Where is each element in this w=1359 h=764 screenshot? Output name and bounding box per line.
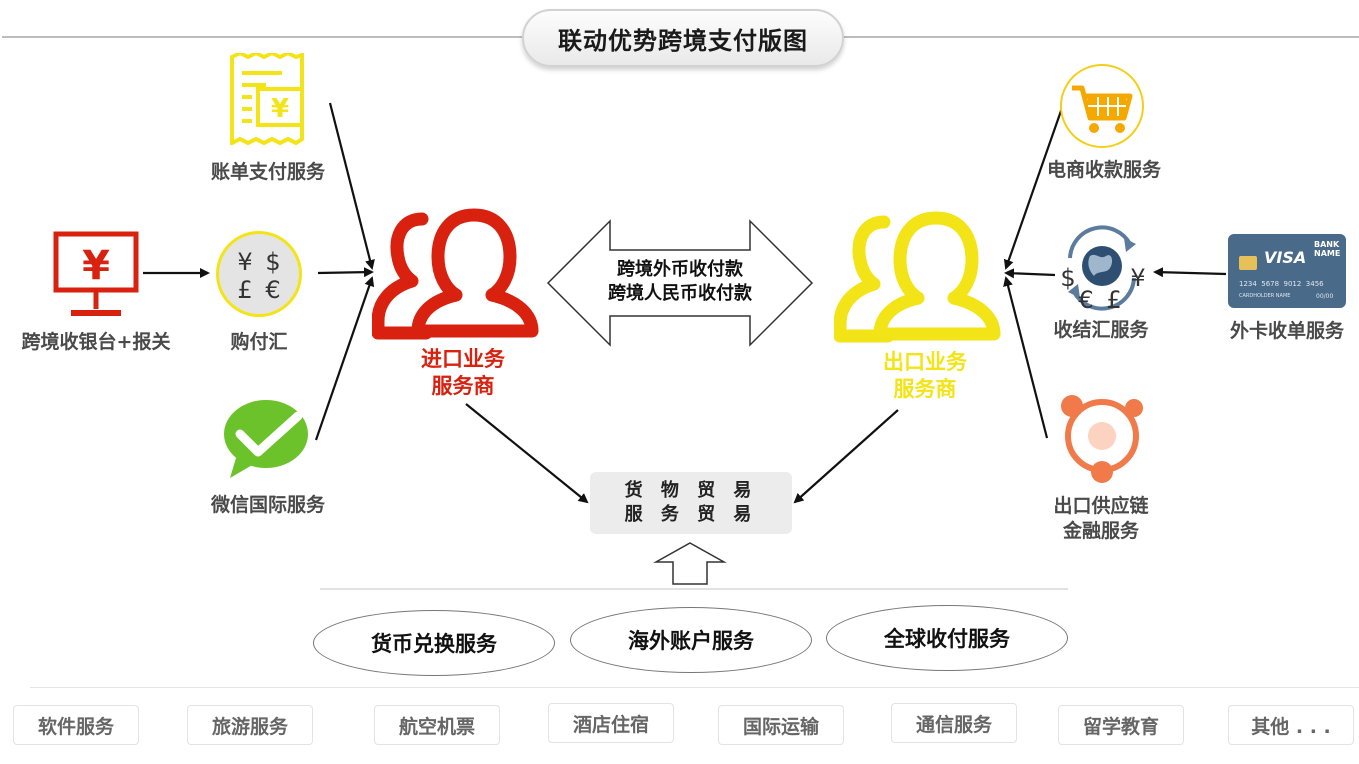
page-title: 联动优势跨境支付版图: [522, 9, 844, 67]
card-holder: CARDHOLDER NAME: [1239, 293, 1291, 299]
industry-tag-tourism: 旅游服务: [187, 705, 313, 745]
industry-tag-study-abroad: 留学教育: [1058, 705, 1184, 745]
import-person-icon: [372, 208, 539, 340]
svg-text:$: $: [265, 248, 280, 276]
collection-fx-label: 收结汇服务: [1053, 319, 1149, 341]
trade-box: 货 物 贸 易 服 务 贸 易: [590, 472, 792, 534]
arrow-bill-to-import: [328, 102, 375, 270]
bill-payment-label: 账单支付服务: [210, 161, 325, 183]
export-provider-label: 出口业务 服务商: [862, 349, 988, 403]
visa-card-icon: VISA BANK NAME 1234 5678 9012 3456 CARDH…: [1228, 234, 1346, 308]
cashier-monitor-icon: ¥: [53, 231, 139, 316]
arrow-wechat-to-import: [314, 276, 375, 441]
export-person-icon: [834, 211, 1001, 343]
title-rule-right: [842, 36, 1359, 38]
industry-tag-telecom: 通信服务: [891, 703, 1017, 743]
arrow-ecommerce-to-export: [1003, 107, 1064, 270]
industry-tag-others: 其他 . . .: [1228, 705, 1354, 745]
supply-chain-line1: 出口供应链: [1053, 495, 1149, 517]
card-brand: VISA: [1264, 248, 1307, 267]
arrow-card-to-collection: [1153, 267, 1227, 278]
supply-chain-line2: 金融服务: [1062, 520, 1139, 542]
arrow-fx-to-import: [317, 267, 374, 278]
core-service-overseas-account: 海外账户服务: [570, 607, 812, 673]
svg-text:£: £: [1106, 286, 1121, 314]
arrow-export-to-trade: [793, 409, 899, 504]
core-divider: [320, 588, 1068, 590]
arrow-collection-to-export: [1004, 268, 1056, 279]
svg-text:$: $: [1060, 264, 1075, 292]
bill-icon: ¥: [230, 53, 304, 145]
import-provider-line1: 进口业务: [421, 347, 505, 371]
supply-chain-label: 出口供应链 金融服务: [1036, 494, 1166, 544]
double-arrow-text: 跨境外币收付款 跨境人民币收付款: [582, 258, 778, 306]
wechat-intl-label: 微信国际服务: [210, 494, 325, 516]
svg-text:¥: ¥: [1130, 264, 1145, 292]
purchase-fx-label: 购付汇: [230, 331, 288, 353]
cashier-customs-label: 跨境收银台+报关: [21, 331, 171, 353]
svg-text:¥: ¥: [82, 243, 110, 289]
supply-chain-icon: [1061, 395, 1143, 483]
arrow-supply-to-export: [1003, 276, 1049, 439]
svg-text:£: £: [237, 276, 252, 304]
shopping-cart-icon: [1060, 64, 1144, 148]
industry-tag-software: 软件服务: [13, 705, 139, 745]
up-arrow-shape: [653, 542, 727, 585]
svg-text:€: €: [265, 276, 280, 304]
double-arrow-line1: 跨境外币收付款: [617, 259, 743, 280]
ecommerce-collection-label: 电商收款服务: [1046, 159, 1161, 181]
core-service-currency-exchange: 货币兑换服务: [313, 610, 555, 676]
card-chip: [1239, 256, 1257, 270]
wechat-icon: [224, 400, 308, 478]
double-arrow-line2: 跨境人民币收付款: [608, 283, 752, 304]
svg-text:€: €: [1078, 286, 1093, 314]
card-number: 1234 5678 9012 3456: [1239, 280, 1324, 288]
arrow-import-to-trade: [465, 403, 589, 504]
export-provider-line2: 服务商: [893, 377, 957, 401]
import-provider-label: 进口业务 服务商: [400, 346, 526, 400]
industry-divider: [30, 687, 1359, 688]
trade-goods: 货 物 贸 易: [624, 480, 758, 501]
industry-tag-air-tickets: 航空机票: [374, 705, 500, 745]
card-bank-name: BANK NAME: [1314, 240, 1341, 258]
title-rule-left: [2, 36, 524, 38]
globe-exchange-icon: $ € £ ¥: [1060, 225, 1146, 314]
svg-text:¥: ¥: [271, 94, 289, 124]
double-arrow-shape: [546, 219, 814, 347]
export-provider-line1: 出口业务: [883, 350, 967, 374]
industry-tag-intl-transport: 国际运输: [718, 705, 844, 745]
foreign-card-label: 外卡收单服务: [1229, 320, 1344, 342]
currency-exchange-icon: ¥ $ £ €: [216, 231, 302, 317]
core-service-global-payment: 全球收付服务: [826, 605, 1068, 671]
svg-text:¥: ¥: [237, 248, 252, 276]
trade-services: 服 务 贸 易: [624, 504, 758, 525]
import-provider-line2: 服务商: [431, 374, 495, 398]
card-expiry: 00/00: [1316, 293, 1334, 300]
industry-tag-hotels: 酒店住宿: [548, 703, 674, 743]
